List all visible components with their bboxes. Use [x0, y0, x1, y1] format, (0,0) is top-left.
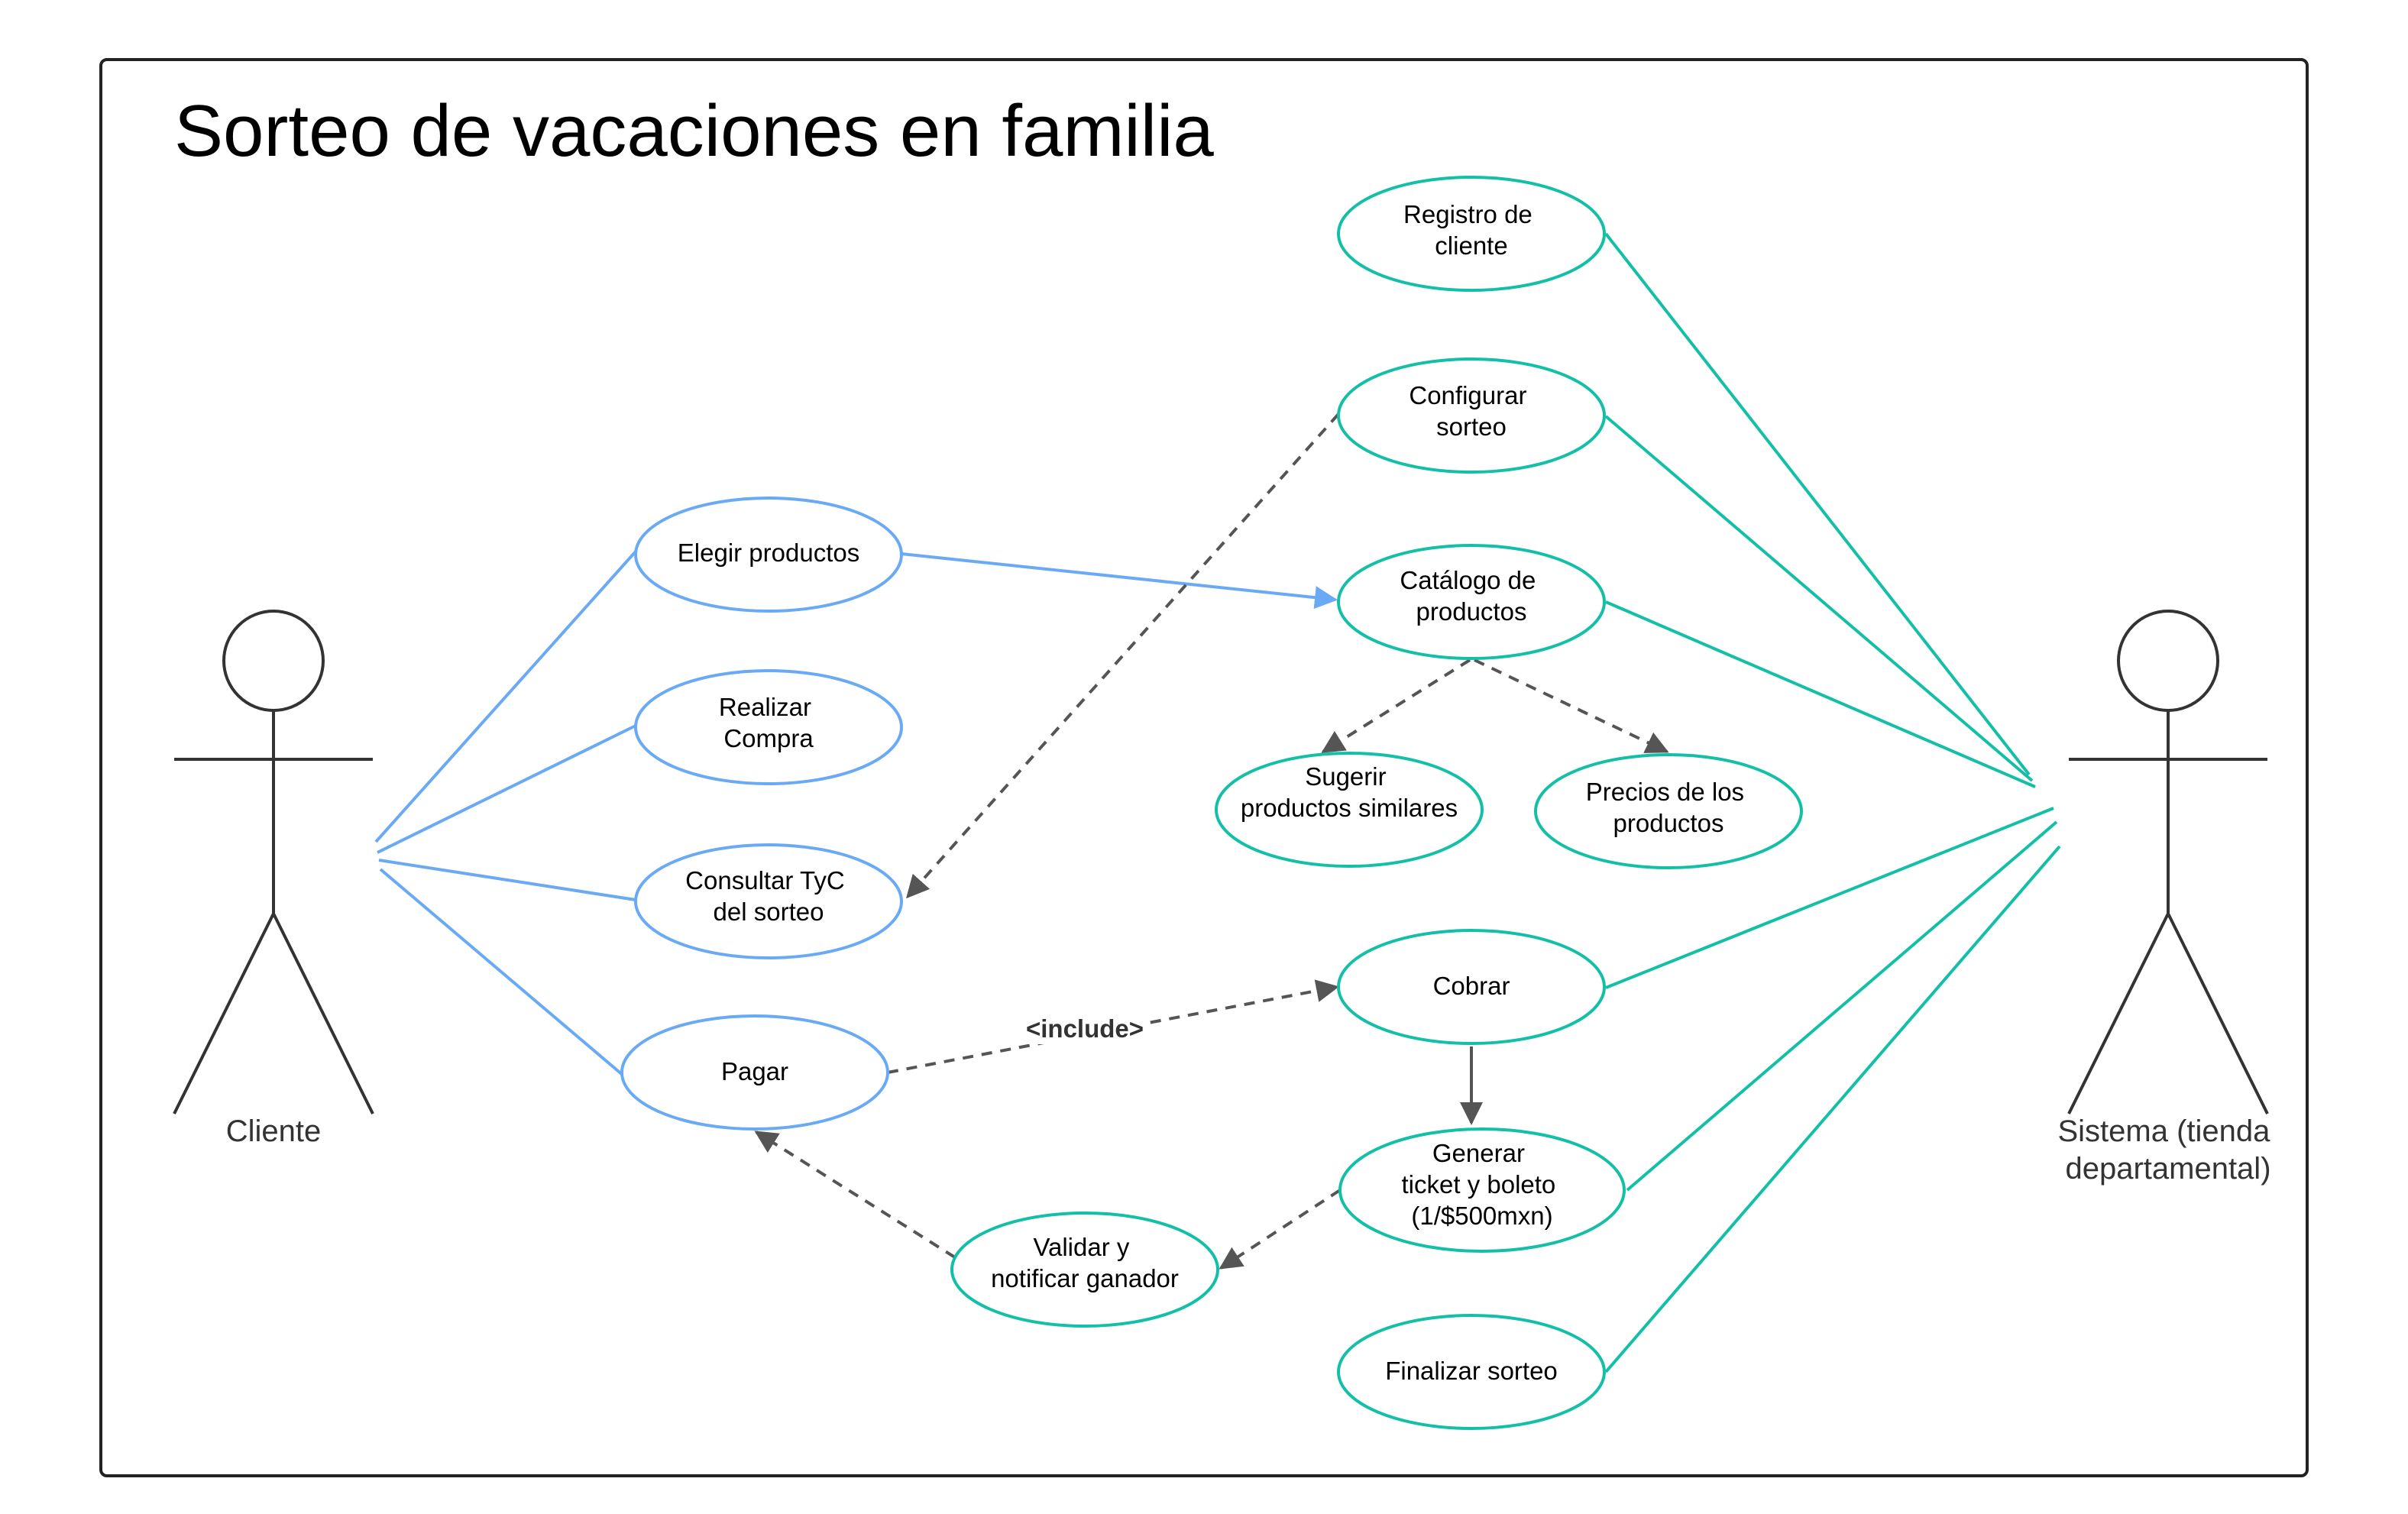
use-case-label: Realizar Compra [719, 693, 818, 752]
association-cliente-realizar [377, 724, 636, 854]
diagram-title: Sorteo de vacaciones en familia [174, 90, 1214, 172]
use-case-shape [1337, 1314, 1606, 1430]
use-case-label: Configurar sorteo [1409, 381, 1533, 441]
actor-leg-right [2167, 913, 2269, 1114]
use-case-elegir-productos[interactable]: Elegir productos [634, 497, 903, 613]
use-case-shape [1337, 544, 1606, 660]
use-case-shape [950, 1212, 1219, 1328]
actor-cliente-label: Cliente [226, 1114, 322, 1148]
association-cliente-elegir [374, 550, 637, 843]
use-case-pagar[interactable]: Pagar [620, 1014, 889, 1131]
association-sistema-catalogo [1605, 600, 2036, 788]
use-case-catalogo-productos[interactable]: Catálogo de productos [1337, 544, 1606, 660]
actor-leg-right [272, 913, 374, 1114]
use-case-shape [634, 669, 903, 785]
use-case-shape [1534, 753, 1803, 869]
use-case-shape [1337, 357, 1606, 474]
use-case-label: Generar ticket y boleto (1/$500mxn) [1402, 1139, 1563, 1230]
use-case-label: Registro de cliente [1403, 200, 1539, 260]
include-label: <include> [1026, 1014, 1144, 1043]
system-boundary-frame [99, 58, 2309, 1477]
association-sistema-configurar [1604, 415, 2034, 782]
use-case-label: Cobrar [1433, 972, 1510, 1000]
system-associations [1604, 232, 2061, 1373]
use-case-label: Finalizar sorteo [1385, 1357, 1558, 1385]
use-case-precios-productos[interactable]: Precios de los productos [1534, 753, 1803, 869]
use-case-shape [1337, 929, 1606, 1045]
use-case-shape [634, 843, 903, 959]
dependency-catalogo-precios [1474, 658, 1669, 753]
include-label-bg [1024, 1012, 1146, 1044]
use-case-configurar-sorteo[interactable]: Configurar sorteo [1337, 357, 1606, 474]
dependency-generar-validar [1219, 1189, 1342, 1270]
use-case-label: Validar y notificar ganador [991, 1233, 1179, 1292]
use-case-label: Elegir productos [678, 539, 859, 567]
use-case-consultar-tyc[interactable]: Consultar TyC del sorteo [634, 843, 903, 959]
use-case-realizar-compra[interactable]: Realizar Compra [634, 669, 903, 785]
actor-leg-left [173, 913, 275, 1114]
use-case-shape [1337, 176, 1606, 292]
use-case-registro-cliente[interactable]: Registro de cliente [1337, 176, 1606, 292]
use-case-shape [620, 1014, 889, 1131]
association-cliente-pagar [379, 868, 625, 1077]
association-cliente-consultar [378, 859, 636, 901]
use-case-label: Catálogo de productos [1400, 566, 1542, 626]
use-case-label: Pagar [721, 1057, 788, 1085]
association-sistema-registro [1604, 232, 2031, 776]
dependency-catalogo-sugerir [1321, 658, 1471, 753]
dependency-configurar-consultar [906, 412, 1340, 899]
use-case-label: Sugerir productos similares [1241, 762, 1458, 822]
actor-cliente[interactable] [173, 610, 374, 1114]
client-associations [374, 550, 637, 1077]
use-case-label: Precios de los productos [1586, 778, 1751, 837]
use-case-label: Consultar TyC del sorteo [685, 866, 852, 926]
association-sistema-cobrar [1605, 807, 2054, 989]
use-case-finalizar-sorteo[interactable]: Finalizar sorteo [1337, 1314, 1606, 1430]
use-case-shape [1338, 1127, 1626, 1253]
dependency-validar-pagar [754, 1131, 956, 1259]
association-sistema-generar [1626, 820, 2058, 1192]
actor-sistema-label: Sistema (tienda departamental) [2057, 1114, 2278, 1186]
actor-sistema[interactable] [2067, 610, 2269, 1114]
dependencies [754, 412, 1669, 1270]
use-case-validar-notificar[interactable]: Validar y notificar ganador [950, 1212, 1219, 1328]
use-case-generar-ticket[interactable]: Generar ticket y boleto (1/$500mxn) [1338, 1127, 1626, 1253]
actor-head [222, 610, 325, 712]
actor-head [2117, 610, 2219, 712]
use-case-shape [634, 497, 903, 613]
use-case-shape [1215, 752, 1484, 868]
association-sistema-finalizar [1604, 845, 2061, 1373]
use-case-cobrar[interactable]: Cobrar [1337, 929, 1606, 1045]
use-case-sugerir-productos[interactable]: Sugerir productos similares [1215, 752, 1484, 868]
association-elegir-catalogo [901, 552, 1338, 610]
actor-leg-left [2067, 913, 2170, 1114]
